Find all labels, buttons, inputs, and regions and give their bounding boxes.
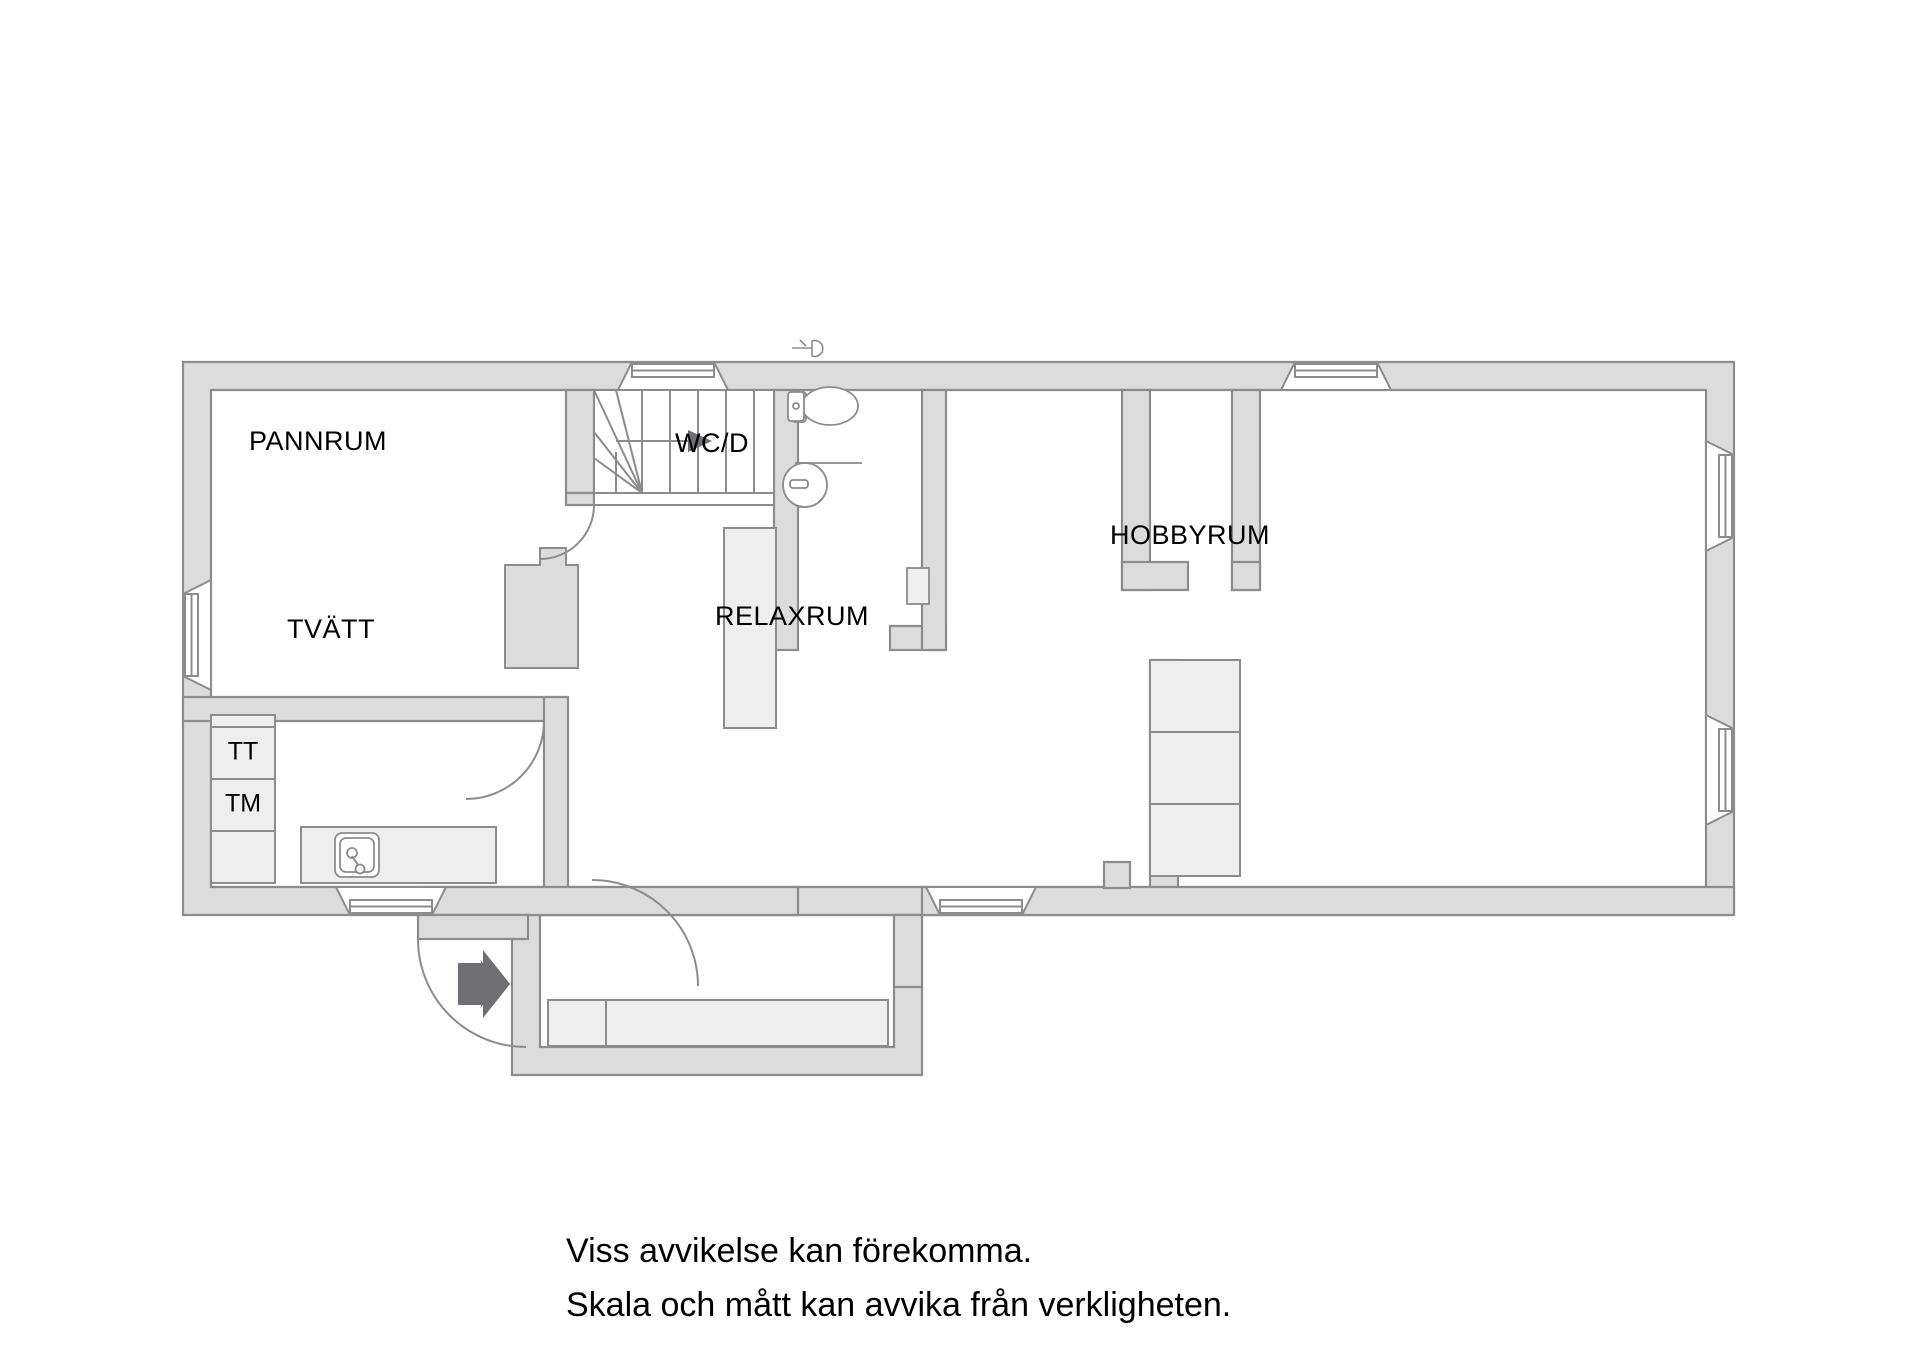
appliance-box-top-rail xyxy=(210,714,276,728)
washbasin-icon xyxy=(782,462,828,508)
appliance-label-tt: TT xyxy=(228,738,259,766)
partition-closet-right xyxy=(1230,388,1262,592)
partition-wc-right xyxy=(920,388,948,652)
partition-corridor-bottom-left xyxy=(416,885,800,917)
partition-door-jamb-left xyxy=(416,913,530,941)
partition-closet-foot-left xyxy=(1120,560,1190,592)
door-tvatt-swing xyxy=(465,720,545,800)
room-label-relaxrum: RELAXRUM xyxy=(715,601,869,631)
laundry-appliance-stack xyxy=(210,714,276,884)
entry-storage xyxy=(547,999,889,1047)
appliance-box-extra xyxy=(210,830,276,884)
partition-tvatt-right xyxy=(542,695,570,899)
door-pannrum-swing xyxy=(539,504,595,560)
window-right-lower xyxy=(1705,713,1735,827)
appliance-box-tt xyxy=(210,726,276,780)
toilet-icon xyxy=(787,386,859,426)
window-bottom-left xyxy=(334,886,448,916)
room-label-tvatt: TVÄTT xyxy=(287,614,375,644)
door-entry-swing xyxy=(591,879,699,987)
window-top-right xyxy=(1279,361,1393,391)
partition-vestibule-jamb xyxy=(892,913,924,989)
stair-up-arrow-icon xyxy=(688,430,712,452)
laundry-counter xyxy=(300,826,497,884)
entrance-arrow-shape xyxy=(458,950,510,1018)
room-label-hobbyrum: HOBBYRUM xyxy=(1110,520,1270,550)
boiler-block xyxy=(504,547,579,669)
wc-doorway-box xyxy=(906,567,930,605)
laundry-sink-icon xyxy=(334,832,380,878)
staircase xyxy=(593,389,775,506)
shelving-unit xyxy=(1149,659,1241,877)
window-group xyxy=(182,361,1735,916)
wall-group xyxy=(181,360,1736,1077)
door-external-swing xyxy=(417,938,527,1048)
window-left-upper xyxy=(182,578,212,692)
appliance-label-tm: TM xyxy=(225,790,261,818)
tap-icon xyxy=(792,339,824,358)
room-label-pannrum: PANNRUM xyxy=(249,426,387,456)
partition-corridor-nub xyxy=(1102,860,1132,890)
partition-pannrum-stair xyxy=(564,388,596,495)
caption-line-1: Viss avvikelse kan förekomma. xyxy=(566,1232,1032,1270)
partition-closet-foot-right xyxy=(1230,560,1262,592)
window-top-stair xyxy=(616,361,730,391)
partition-corridor-bottom-right xyxy=(920,885,1736,917)
caption-line-2: Skala och mått kan avvika från verklighe… xyxy=(566,1286,1231,1324)
room-label-wcd: WC/D xyxy=(675,428,749,458)
door-group xyxy=(417,504,699,1048)
partition-stair-wc xyxy=(772,388,800,652)
fixture-group xyxy=(210,339,1241,1047)
window-right-upper xyxy=(1705,439,1735,553)
window-bottom-mid xyxy=(924,886,1038,916)
partition-relax-left xyxy=(1120,388,1152,592)
partition-stair-stub xyxy=(564,491,596,507)
relax-bench xyxy=(723,527,777,729)
